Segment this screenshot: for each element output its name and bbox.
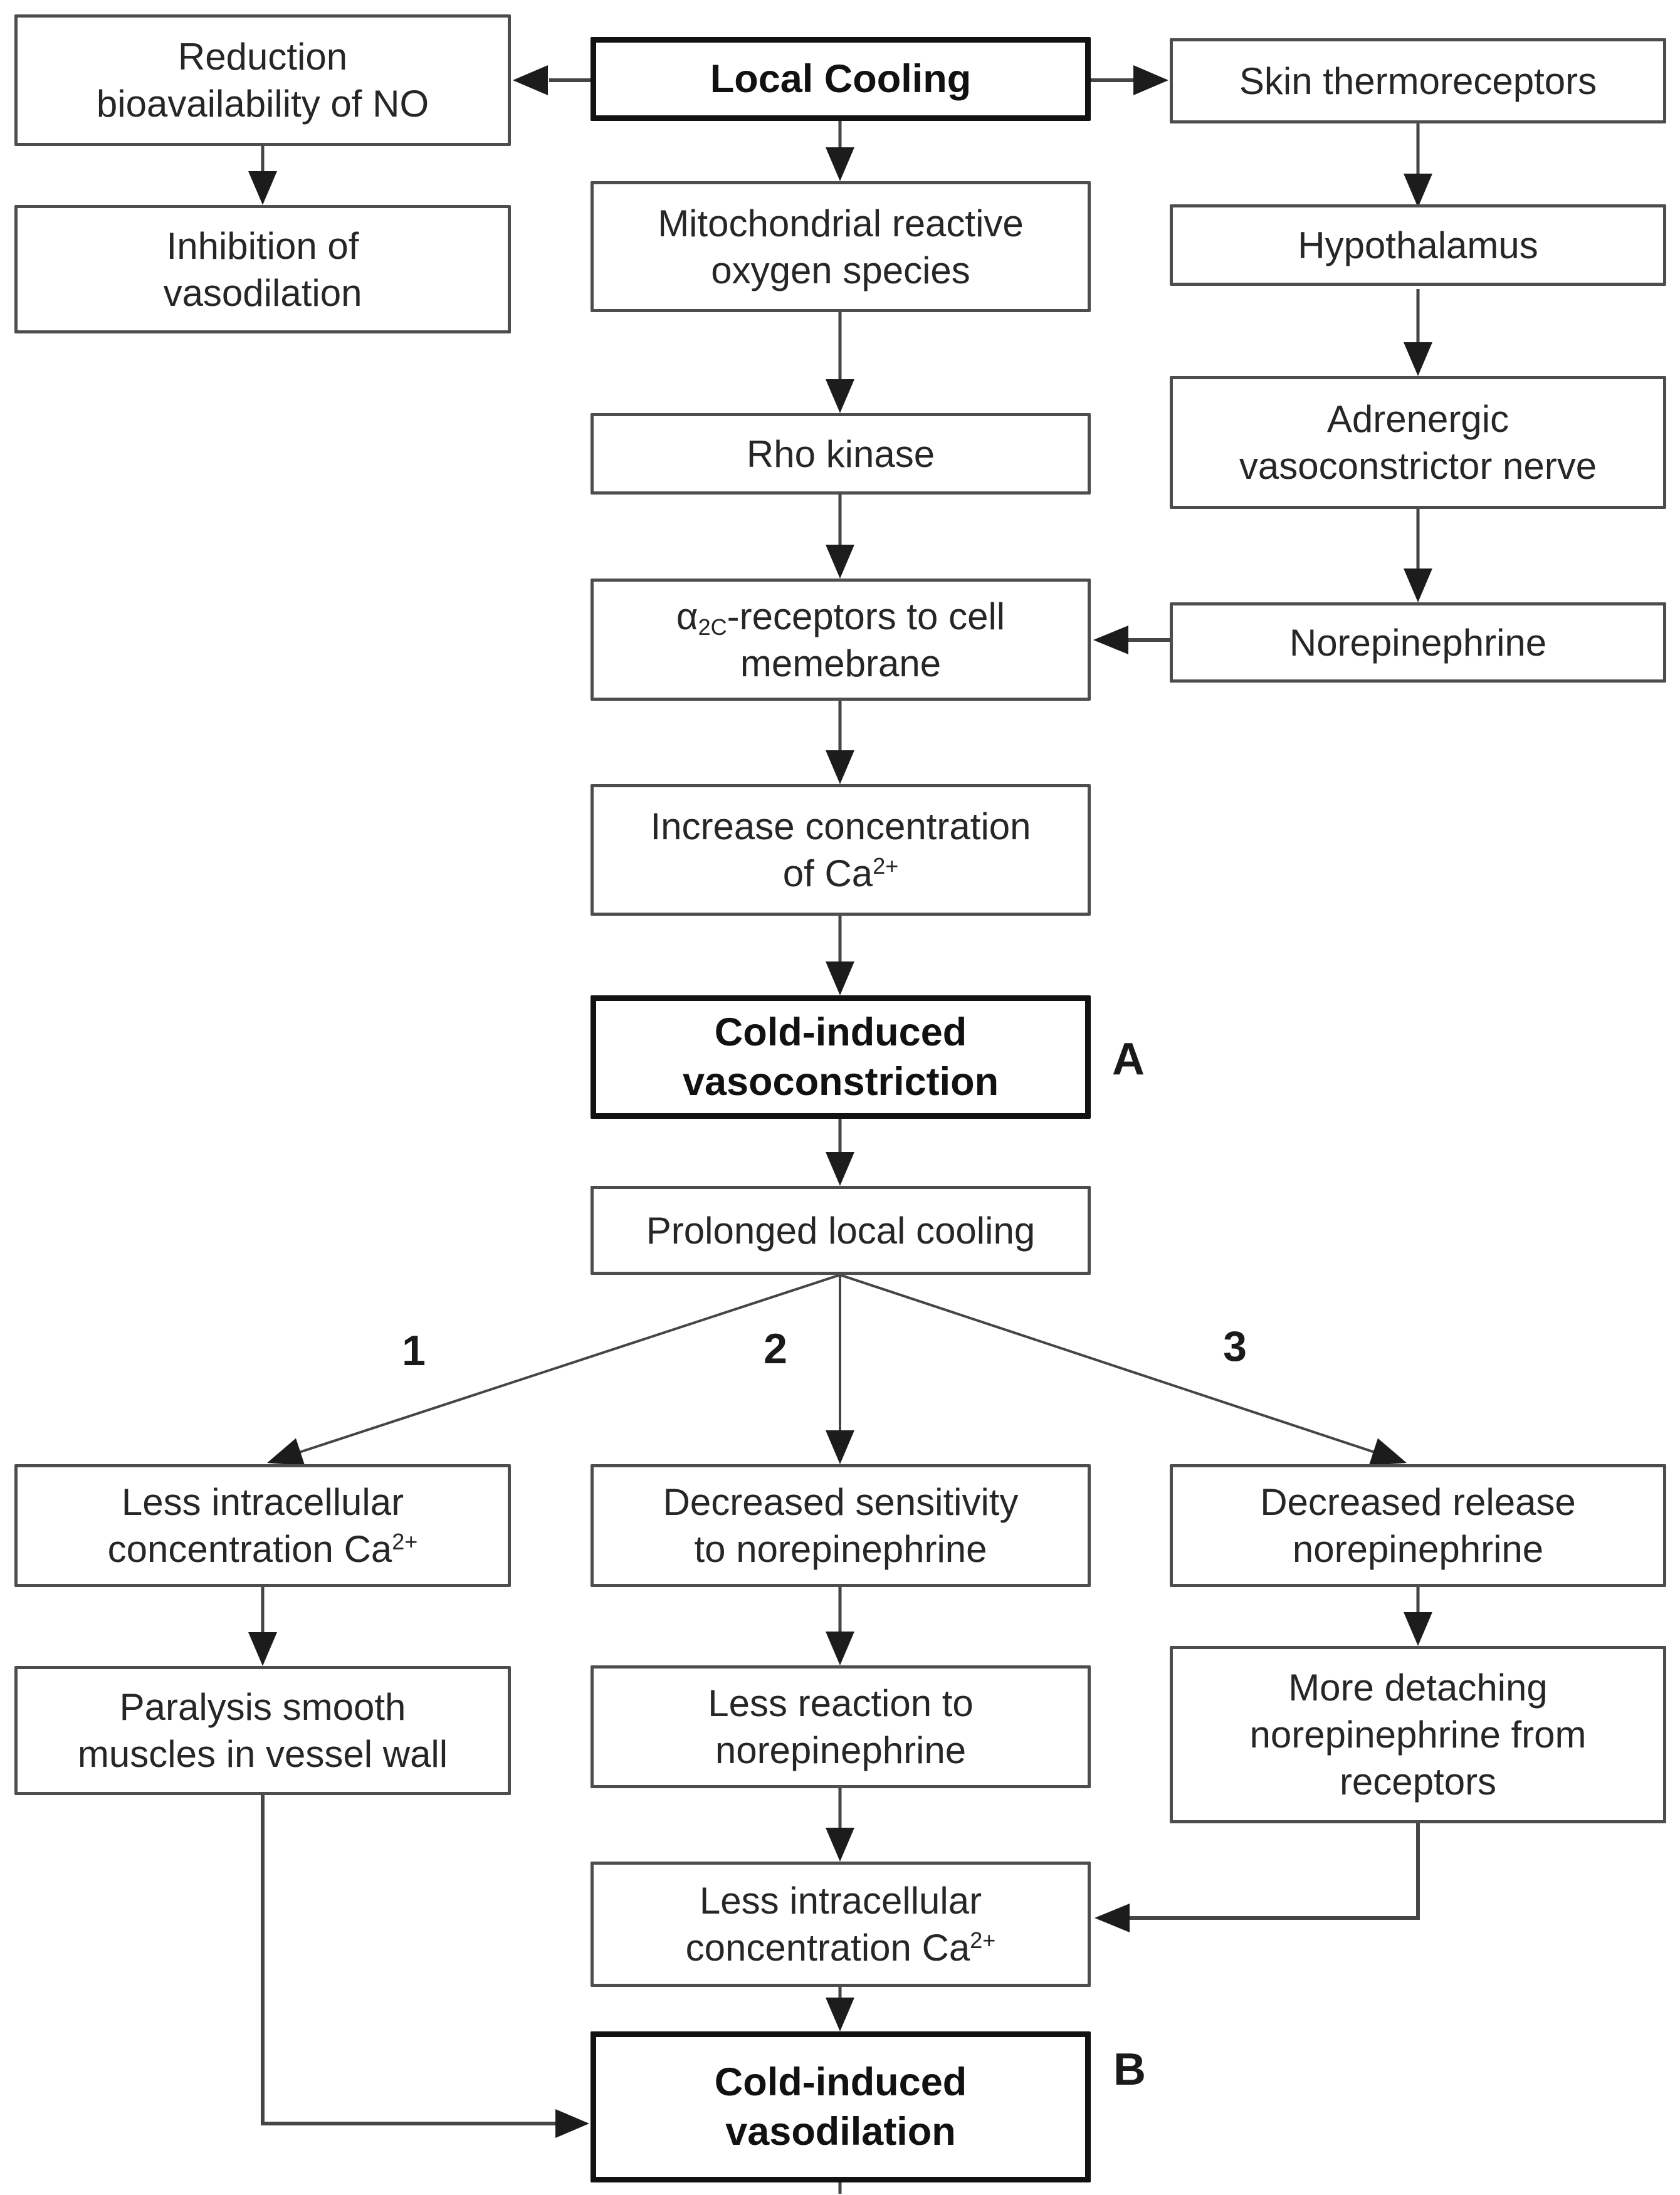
node-label: Less intracellular concentration Ca2+ — [108, 1479, 418, 1573]
node-inhibition-vasodilation: Inhibition of vasodilation — [14, 205, 511, 333]
alpha-symbol: α — [676, 595, 698, 637]
node-label: Norepinephrine — [1289, 621, 1547, 664]
split-arrow-prolonged-to-branch3 — [839, 1274, 1407, 1466]
node-paralysis-smooth-muscles: Paralysis smooth muscles in vessel wall — [14, 1666, 511, 1795]
arrow-alpha2c-to-increase-ca — [826, 701, 854, 784]
ca-line1: Less intracellular — [121, 1481, 404, 1523]
branch-label-1: 1 — [402, 1327, 426, 1375]
node-increase-ca-concentration: Increase concentration of Ca2+ — [591, 784, 1091, 916]
node-label: Hypothalamus — [1298, 224, 1538, 266]
node-label: Mitochondrial reactive oxygen species — [658, 202, 1024, 291]
node-less-intracellular-ca-branch1: Less intracellular concentration Ca2+ — [14, 1464, 511, 1587]
arrow-decreased-sensitivity-to-less-reaction — [826, 1587, 854, 1665]
ca-line2: concentration Ca — [107, 1528, 392, 1570]
alpha-subscript: 2C — [698, 614, 727, 640]
arrow-vasoconstriction-to-prolonged — [826, 1119, 854, 1186]
arrow-rho-kinase-to-alpha2c — [826, 495, 854, 579]
split-arrow-prolonged-to-branch1 — [267, 1274, 841, 1466]
branch-label-2: 2 — [764, 1325, 787, 1373]
node-rho-kinase: Rho kinase — [591, 413, 1091, 495]
node-cold-induced-vasoconstriction: Cold-induced vasoconstriction — [591, 995, 1091, 1119]
arrow-reduction-no-to-inhibition — [248, 146, 277, 205]
node-alpha2c-receptors: α2C-receptors to cell memebrane — [591, 579, 1091, 701]
node-label: Prolonged local cooling — [646, 1209, 1036, 1252]
node-label: Less reaction to norepinephrine — [708, 1682, 974, 1771]
node-label: Rho kinase — [746, 432, 935, 475]
split-arrow-prolonged-to-branch2 — [826, 1275, 854, 1464]
node-adrenergic-vasoconstrictor-nerve: Adrenergic vasoconstrictor nerve — [1170, 376, 1666, 509]
arrow-local-cooling-to-reduction-no — [513, 65, 591, 95]
ca-line1: Increase concentration — [650, 805, 1031, 847]
ca-superscript: 2+ — [970, 1927, 996, 1954]
node-mitochondrial-ros: Mitochondrial reactive oxygen species — [591, 181, 1091, 312]
node-label: α2C-receptors to cell memebrane — [676, 593, 1005, 687]
ca-superscript: 2+ — [392, 1529, 418, 1555]
arrow-increase-ca-to-vasoconstriction — [826, 916, 854, 995]
node-skin-thermoreceptors: Skin thermoreceptors — [1170, 38, 1666, 123]
node-label: More detaching norepinephrine from recep… — [1249, 1667, 1587, 1803]
ca-line2: of Ca — [782, 852, 873, 894]
arrow-local-cooling-to-skin-thermoreceptors — [1091, 65, 1168, 95]
arrow-skin-to-hypothalamus — [1404, 123, 1432, 207]
node-label: Reduction bioavailability of NO — [96, 36, 429, 125]
node-label: Cold-induced vasoconstriction — [682, 1010, 999, 1104]
arrow-less-ca1-to-paralysis — [248, 1587, 277, 1666]
node-decreased-release: Decreased release norepinephrine — [1170, 1464, 1666, 1587]
node-label: Inhibition of vasodilation — [163, 224, 362, 314]
panel-label-a: A — [1112, 1034, 1145, 1084]
node-cold-induced-vasodilation: Cold-induced vasodilation — [591, 2031, 1091, 2182]
alpha-line2: memebrane — [740, 642, 942, 684]
arrow-adrenergic-to-norepinephrine — [1404, 509, 1432, 602]
node-label: Skin thermoreceptors — [1239, 60, 1597, 102]
node-norepinephrine: Norepinephrine — [1170, 602, 1666, 683]
node-label: Cold-induced vasodilation — [714, 2060, 967, 2154]
node-more-detaching: More detaching norepinephrine from recep… — [1170, 1646, 1666, 1823]
node-label: Increase concentration of Ca2+ — [650, 803, 1031, 897]
node-prolonged-local-cooling: Prolonged local cooling — [591, 1186, 1091, 1275]
panel-label-b: B — [1113, 2045, 1146, 2095]
arrow-less-reaction-to-less-ca2 — [826, 1788, 854, 1862]
ca-superscript: 2+ — [873, 853, 899, 879]
alpha-rest: -receptors to cell — [727, 595, 1005, 637]
ca-line1: Less intracellular — [699, 1880, 982, 1922]
arrow-mitochondrial-to-rho-kinase — [826, 312, 854, 413]
node-less-reaction: Less reaction to norepinephrine — [591, 1665, 1091, 1788]
node-local-cooling: Local Cooling — [591, 37, 1091, 121]
node-less-intracellular-ca-converge: Less intracellular concentration Ca2+ — [591, 1862, 1091, 1987]
branch-label-3: 3 — [1223, 1323, 1247, 1370]
arrow-less-ca2-to-vasodilation — [826, 1987, 854, 2031]
arrow-norepinephrine-to-alpha2c — [1093, 626, 1170, 654]
elbow-arrow-paralysis-to-vasodilation — [261, 1795, 589, 2138]
node-label: Paralysis smooth muscles in vessel wall — [77, 1686, 448, 1775]
node-label: Adrenergic vasoconstrictor nerve — [1239, 398, 1597, 487]
arrow-hypothalamus-to-adrenergic — [1404, 289, 1432, 376]
node-label: Less intracellular concentration Ca2+ — [686, 1877, 996, 1971]
elbow-arrow-more-detaching-to-less-ca2 — [1095, 1823, 1420, 1932]
node-reduction-bioavailability-no: Reduction bioavailability of NO — [14, 14, 511, 146]
node-label: Decreased release norepinephrine — [1260, 1481, 1576, 1570]
node-label: Decreased sensitivity to norepinephrine — [663, 1481, 1019, 1570]
arrow-local-cooling-to-mitochondrial — [826, 121, 854, 181]
arrow-decreased-release-to-more-detaching — [1404, 1587, 1432, 1646]
node-label: Local Cooling — [710, 56, 972, 101]
node-hypothalamus: Hypothalamus — [1170, 204, 1666, 286]
ca-line2: concentration Ca — [685, 1927, 970, 1969]
node-decreased-sensitivity: Decreased sensitivity to norepinephrine — [591, 1464, 1091, 1587]
